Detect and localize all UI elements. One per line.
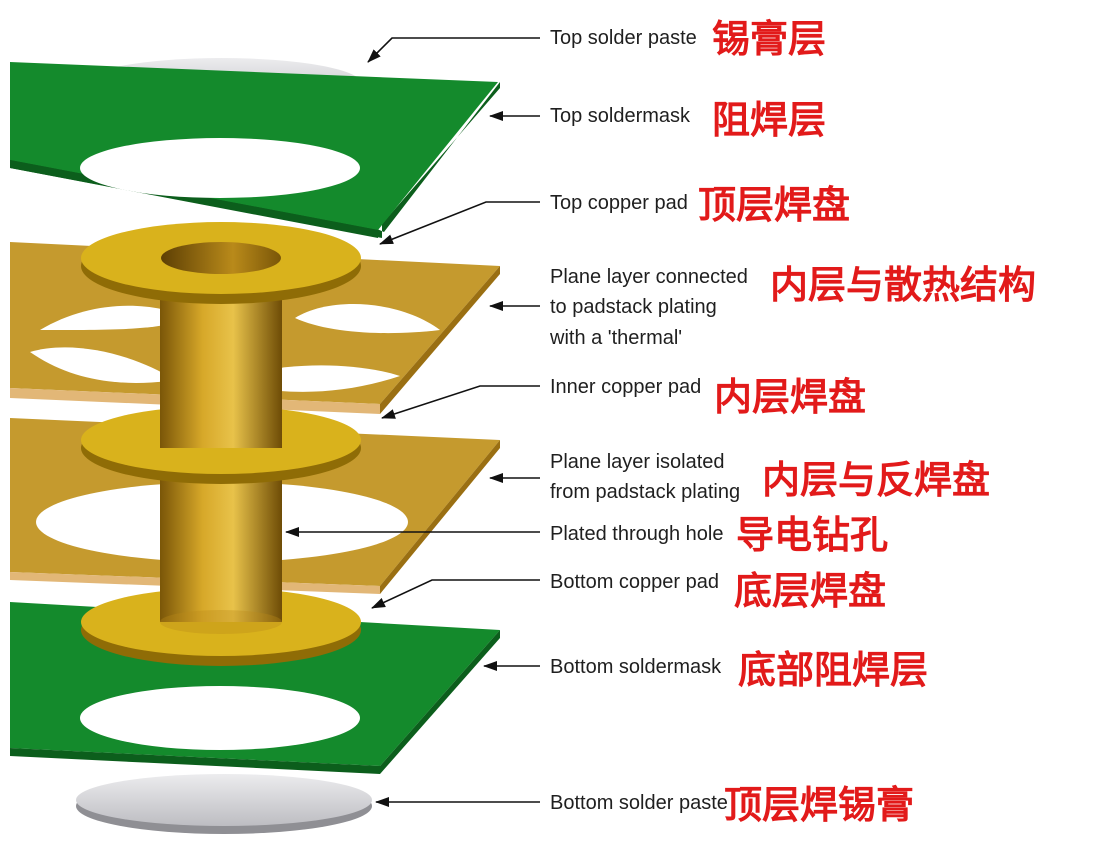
arrow-top-solder-paste [367, 37, 540, 63]
arrow-top-copper-pad [379, 201, 540, 245]
label-bottom-solder-paste: Bottom solder paste [550, 792, 728, 814]
label-top-soldermask: Top soldermask [550, 105, 691, 127]
cn-inner-copper-pad: 内层焊盘 [714, 375, 866, 419]
cn-plane-connected: 内层与散热结构 [770, 263, 1036, 307]
label-plane-isolated-line1: Plane layer isolated [550, 451, 725, 473]
label-bottom-soldermask: Bottom soldermask [550, 656, 722, 678]
label-plane-isolated-line2: from padstack plating [550, 481, 740, 503]
cn-bottom-copper-pad: 底层焊盘 [734, 569, 886, 613]
cn-top-solder-paste: 锡膏层 [712, 17, 826, 61]
leader-arrows [285, 37, 540, 807]
cn-top-copper-pad: 顶层焊盘 [698, 183, 850, 227]
label-plane-connected-line1: Plane layer connected [550, 266, 748, 288]
label-bottom-copper-pad: Bottom copper pad [550, 571, 719, 593]
label-plane-connected-line3: with a 'thermal' [549, 327, 682, 349]
label-inner-copper-pad: Inner copper pad [550, 376, 701, 398]
arrow-bottom-copper-pad [371, 579, 540, 609]
top-copper-pad-ring [81, 222, 361, 304]
barrel-lower-segment [160, 572, 282, 622]
barrel-bottom-shade [160, 610, 282, 634]
arrow-inner-copper-pad [381, 385, 540, 419]
cn-bottom-soldermask: 底部阻焊层 [738, 648, 928, 692]
label-top-solder-paste: Top solder paste [550, 27, 697, 49]
cn-bottom-solder-paste: 顶层焊锡膏 [724, 783, 914, 827]
bottom-solder-paste-disc [76, 774, 372, 834]
barrel-segment [160, 402, 282, 448]
cn-plane-isolated: 内层与反焊盘 [762, 458, 990, 502]
cn-top-soldermask: 阻焊层 [712, 98, 826, 142]
english-labels: Top solder paste Top soldermask Top copp… [549, 27, 748, 814]
label-plane-connected-line2: to padstack plating [550, 296, 717, 318]
chinese-annotations: 锡膏层 阻焊层 顶层焊盘 内层与散热结构 内层焊盘 内层与反焊盘 导电钻孔 底层… [697, 16, 1036, 827]
label-top-copper-pad: Top copper pad [550, 192, 688, 214]
top-soldermask-sheet [10, 62, 500, 238]
label-plated-through-hole: Plated through hole [550, 523, 723, 545]
cn-plated-through-hole: 导电钻孔 [736, 513, 888, 557]
